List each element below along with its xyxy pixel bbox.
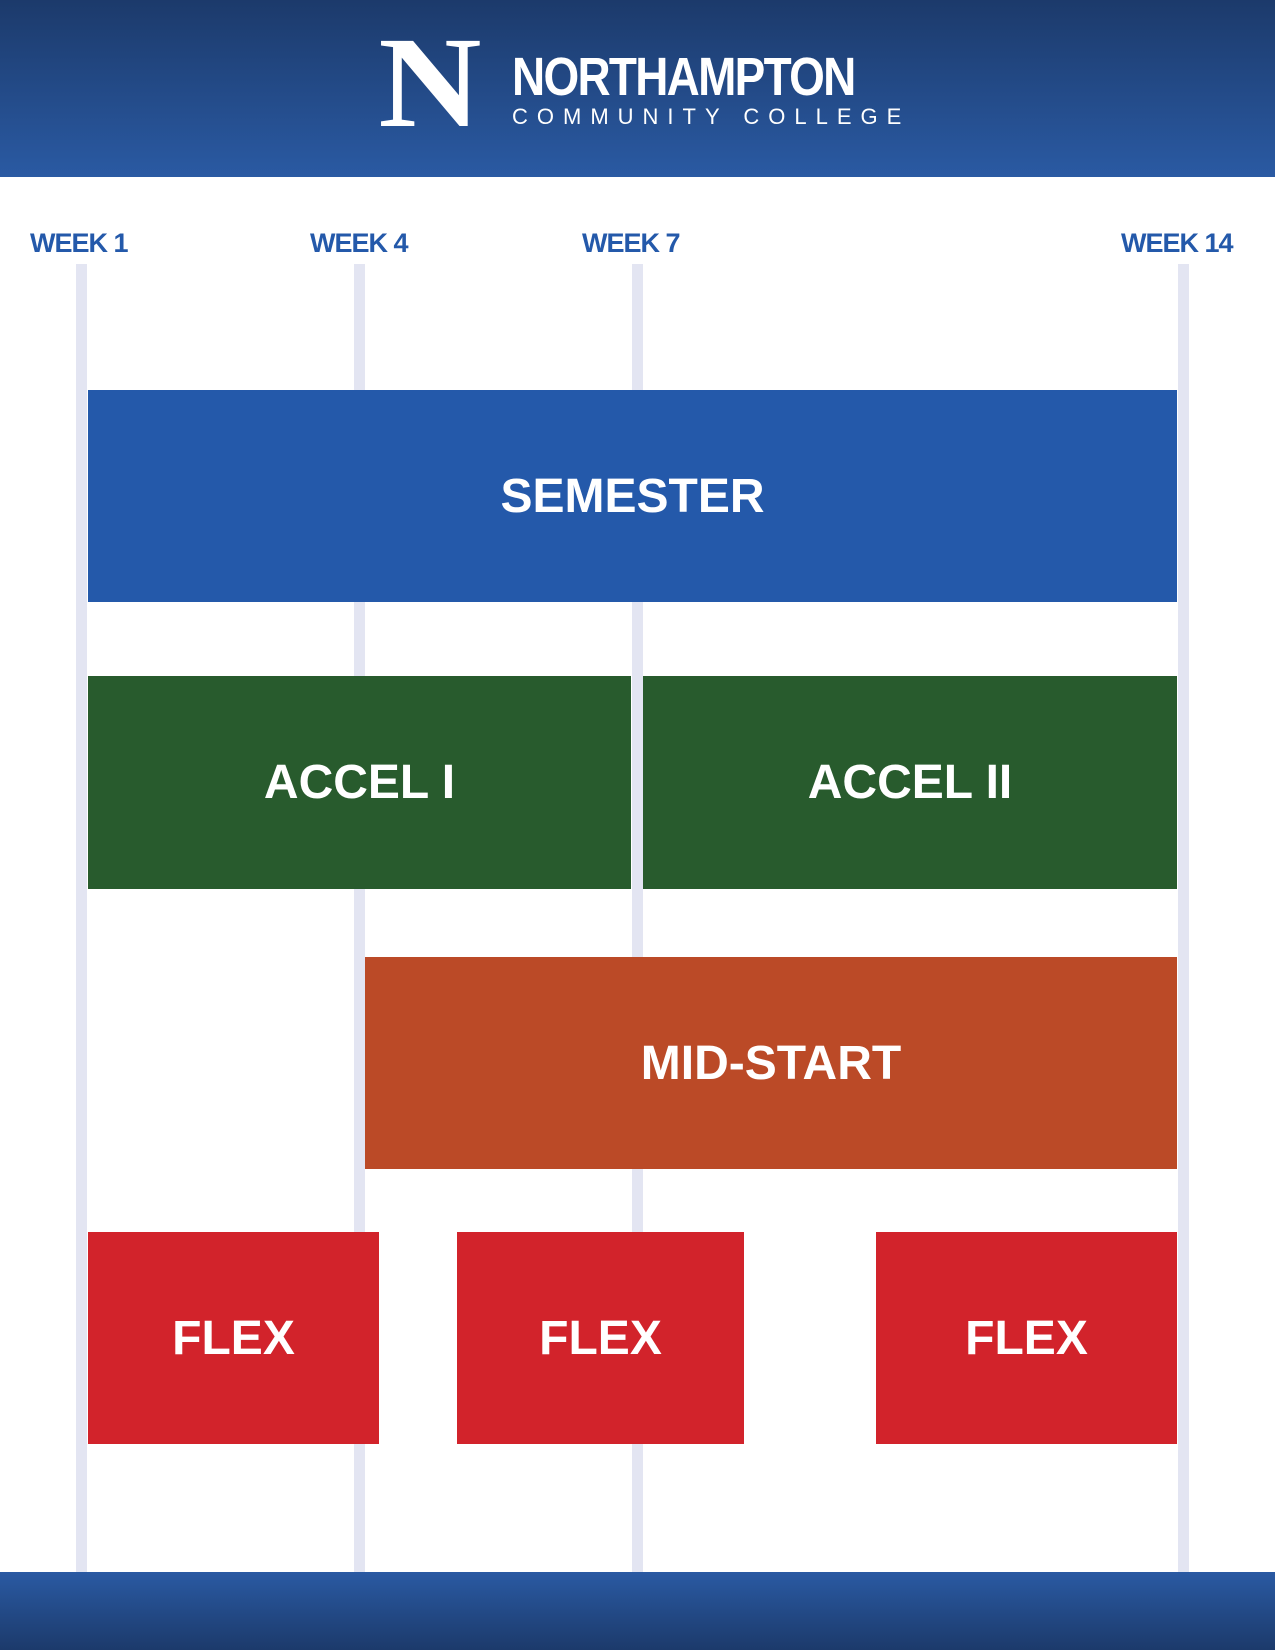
logo-subtitle: COMMUNITY COLLEGE [512, 104, 911, 129]
week-4-line [354, 264, 365, 1572]
week-14-line [1178, 264, 1189, 1572]
week-label-4: WEEK 4 [310, 228, 409, 258]
week-label-7: WEEK 7 [582, 228, 681, 258]
footer [0, 1572, 1275, 1650]
flex-block-2: FLEX [457, 1232, 744, 1444]
flex-block-3: FLEX [876, 1232, 1177, 1444]
week-7-line [632, 264, 643, 1572]
flex-block-1: FLEX [88, 1232, 379, 1444]
semester-block: SEMESTER [88, 390, 1177, 602]
week-1-line [76, 264, 87, 1572]
logo-mark: N [378, 11, 482, 155]
accel-1-block: ACCEL I [88, 676, 631, 889]
week-label-1: WEEK 1 [30, 228, 129, 258]
week-label-14: WEEK 14 [1121, 228, 1234, 258]
accel-2-block: ACCEL II [643, 676, 1177, 889]
header: N NORTHAMPTON COMMUNITY COLLEGE [0, 0, 1275, 177]
mid-start-block: MID-START [365, 957, 1177, 1169]
logo-name: NORTHAMPTON [512, 47, 856, 107]
